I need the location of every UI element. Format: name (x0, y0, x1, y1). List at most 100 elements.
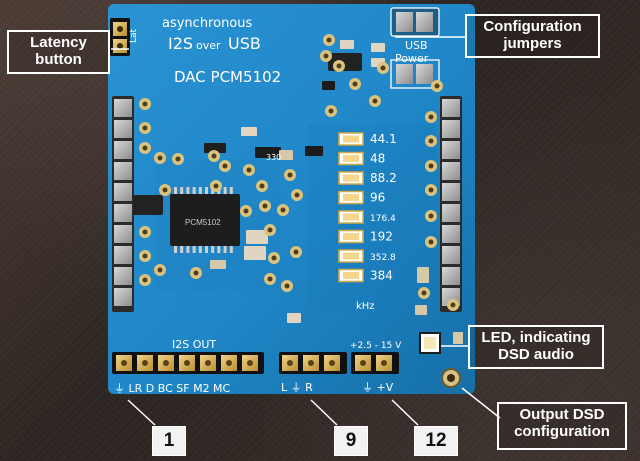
bottom-pin-hole (205, 360, 211, 366)
via-hole (428, 138, 434, 144)
via-hole (142, 125, 148, 131)
small-ic (133, 195, 163, 215)
frequency-led-lens (343, 194, 359, 201)
right-header-pin (442, 183, 460, 201)
silk-i2s: I2S (168, 34, 193, 53)
via-hole (142, 145, 148, 151)
bottom-header-left (112, 352, 264, 374)
small-component (322, 81, 335, 90)
via-hole (222, 163, 228, 169)
frequency-led-lens (343, 155, 359, 162)
ic-pin (174, 246, 177, 253)
silk-model: DAC PCM5102 (174, 68, 281, 86)
ic-pin (205, 187, 208, 194)
output-dsd-label: Output DSD configuration (497, 402, 627, 450)
frequency-led-lens (343, 174, 359, 182)
via-hole (450, 302, 456, 308)
ic-pin (192, 246, 196, 253)
small-component (204, 143, 226, 153)
right-header-pin (442, 120, 460, 138)
bottom-pin-hole (184, 360, 190, 366)
configuration-jumpers-label: Configuration jumpers (465, 14, 600, 58)
via-hole (428, 213, 434, 219)
silk-usb: USB (228, 34, 261, 53)
left-header-pin (114, 288, 132, 306)
bottom-pin-hole (226, 360, 232, 366)
via-hole (293, 249, 299, 255)
via-hole (428, 187, 434, 193)
via-hole (142, 101, 148, 107)
right-header-pin (442, 267, 460, 285)
ic-pin (174, 187, 177, 194)
ic-pin (217, 246, 221, 253)
via-hole (211, 153, 217, 159)
right-header-pin (442, 225, 460, 243)
ic-pin (205, 246, 208, 253)
vias (139, 34, 459, 311)
config-line2: jumpers (503, 35, 562, 52)
usb-power-jumpers (390, 7, 440, 89)
via-hole (372, 98, 378, 104)
annotation-lines (111, 36, 501, 426)
left-header-pin (114, 99, 132, 117)
dsd-led (419, 332, 461, 388)
bottom-pin-hole (329, 360, 335, 366)
small-component (279, 150, 293, 160)
right-header-pin (442, 99, 460, 117)
svg-text:PCM5102: PCM5102 (185, 218, 221, 227)
small-component (210, 260, 226, 269)
ic-pin (198, 187, 202, 194)
via-hole (267, 276, 273, 282)
silk-i2s-out: I2S OUT (172, 338, 216, 351)
ic-pin (223, 246, 227, 253)
via-hole (259, 183, 265, 189)
small-component (241, 127, 257, 136)
led-dsd-label: LED, indicating DSD audio (468, 325, 604, 369)
silk-asynchronous: asynchronous (162, 16, 253, 31)
via-hole (157, 267, 163, 273)
callout-1: 1 (152, 426, 186, 456)
via-hole (428, 163, 434, 169)
small-component (287, 313, 301, 323)
bottom-pin-hole (308, 360, 314, 366)
callout-9: 9 (334, 426, 368, 456)
small-component (417, 267, 429, 283)
ic-pin (229, 187, 233, 194)
via-hole (175, 156, 181, 162)
frequency-label: 384 (370, 269, 393, 283)
ic-pin (186, 246, 190, 253)
via-hole (428, 114, 434, 120)
top-ic (328, 53, 362, 71)
left-header-pin (114, 183, 132, 201)
via-hole (294, 192, 300, 198)
silk-pin-labels-mid: L ⏚ R (281, 381, 313, 394)
ic-pin (229, 246, 233, 253)
small-components (204, 40, 463, 344)
ic-pin (198, 246, 202, 253)
frequency-leds (338, 132, 364, 283)
frequency-label: 192 (370, 230, 393, 244)
silk-power-label: Power (395, 52, 429, 65)
bottom-pin-hole (163, 360, 169, 366)
bottom-pin-hole (360, 360, 366, 366)
ic-pin (186, 187, 190, 194)
left-header-pin (114, 141, 132, 159)
bottom-pin-hole (287, 360, 293, 366)
via-hole (213, 183, 219, 189)
right-header-pin (442, 162, 460, 180)
small-component (453, 332, 463, 344)
silk-lat: Lat (129, 28, 139, 43)
pcb-board (108, 4, 475, 394)
silk-pin-labels-left: ⏚ LR D BC SF M2 MC (114, 382, 231, 395)
small-component (255, 147, 281, 158)
via-hole (336, 63, 342, 69)
small-component (371, 43, 385, 52)
right-header-pin (442, 204, 460, 222)
via-hole (142, 253, 148, 259)
output-line2: configuration (514, 423, 610, 440)
silk-khz: kHz (356, 301, 375, 312)
left-header-pin (114, 246, 132, 264)
